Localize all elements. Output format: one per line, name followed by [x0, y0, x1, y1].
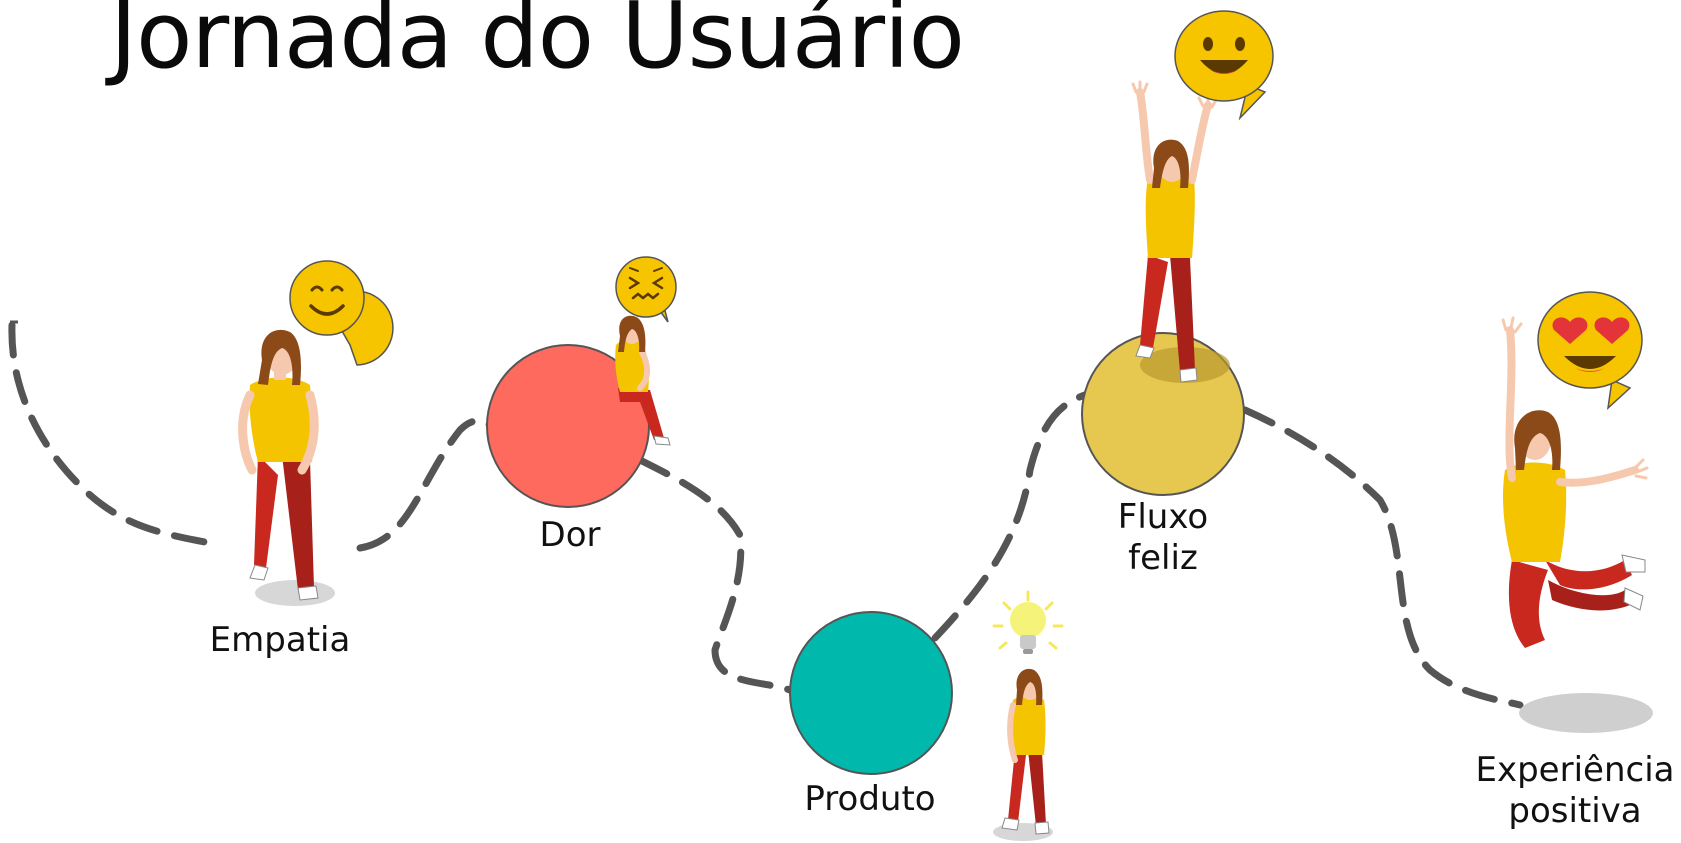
- produto-label: Produto: [795, 779, 945, 820]
- empatia-woman: [238, 329, 319, 601]
- dor-label-text: Dor: [539, 515, 601, 555]
- fluxo-woman: [1131, 80, 1218, 383]
- experiencia-shadow: [1519, 693, 1653, 733]
- fluxo-feliz-label-line1: Fluxo: [1117, 497, 1209, 537]
- heart-eyes-emoji-icon: [1537, 291, 1643, 410]
- experiencia-label-line2: positiva: [1508, 791, 1642, 831]
- experiencia-woman: [1501, 316, 1649, 648]
- experiencia-positiva-label: Experiência positiva: [1475, 750, 1675, 832]
- empatia-label-text: Empatia: [209, 620, 351, 660]
- produto-circle: [789, 611, 953, 775]
- experiencia-label-line1: Experiência: [1475, 750, 1675, 790]
- smile-emoji-icon: [289, 260, 394, 366]
- dor-woman: [615, 315, 671, 446]
- lightbulb-icon: [992, 590, 1064, 654]
- grin-emoji-icon: [1174, 10, 1274, 121]
- fluxo-feliz-label-line2: feliz: [1128, 538, 1198, 578]
- journey-path: [8, 321, 1524, 709]
- page-title: Jornada do Usuário: [110, 0, 965, 89]
- fluxo-feliz-label: Fluxo feliz: [1098, 497, 1228, 579]
- produto-label-text: Produto: [804, 779, 936, 819]
- empatia-label: Empatia: [205, 620, 355, 661]
- distress-emoji-icon: [615, 256, 677, 323]
- empatia-shadow: [255, 580, 335, 606]
- produto-woman: [1001, 668, 1050, 835]
- dor-label: Dor: [520, 515, 620, 556]
